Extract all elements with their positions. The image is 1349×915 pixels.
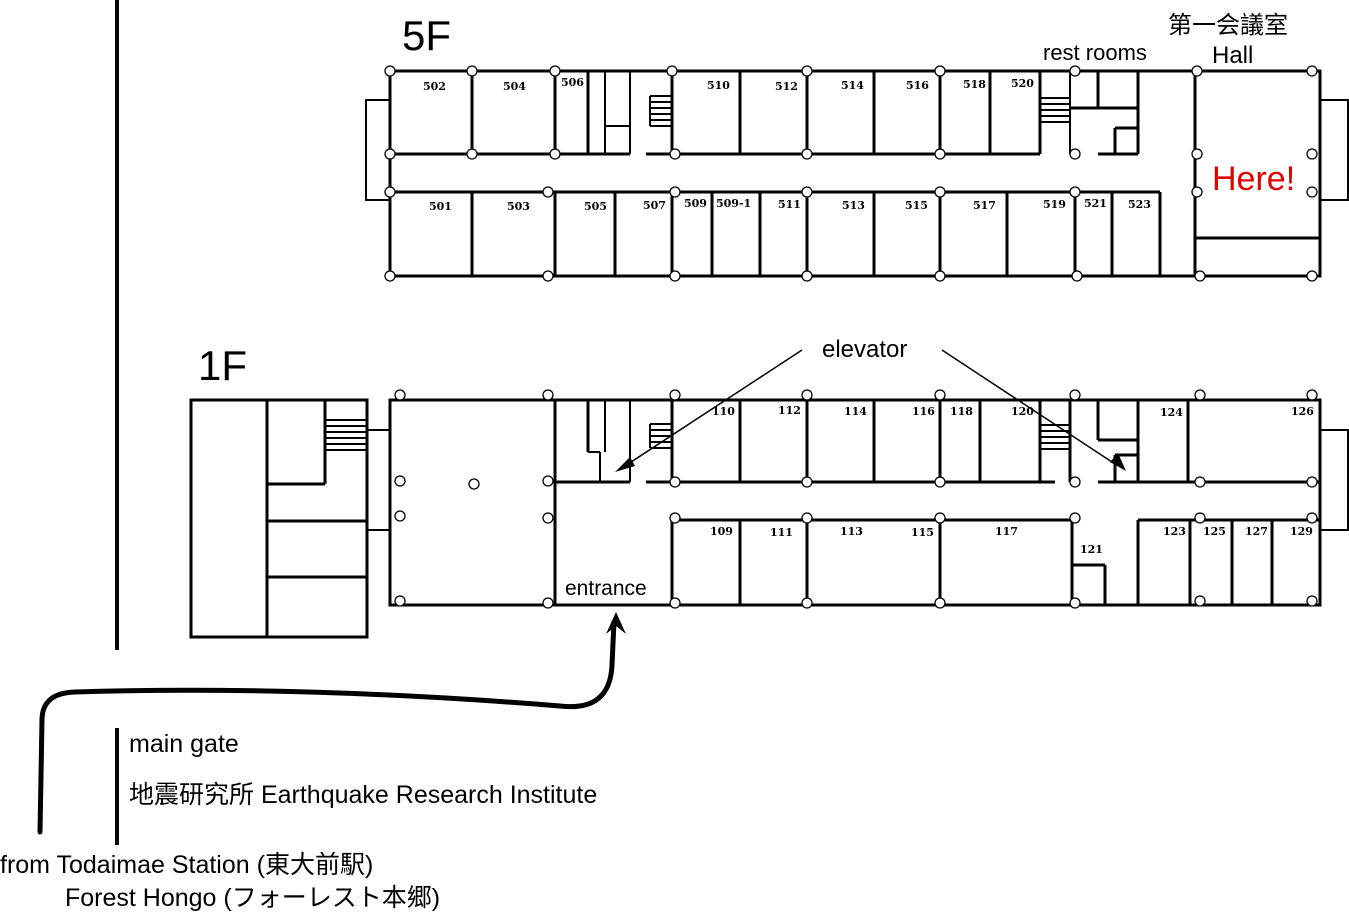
- floor-1-room-numbers: 110 112 114 116 118 120 124 126 109 111 …: [710, 404, 1314, 556]
- floor-5-plan: [365, 65, 1349, 282]
- room-512: 512: [775, 80, 798, 93]
- elevator-arrow-right: [941, 349, 1116, 465]
- room-125: 125: [1203, 525, 1226, 538]
- route-path: [37, 619, 617, 835]
- rest-rooms-label: rest rooms: [1043, 40, 1147, 65]
- room-115: 115: [911, 526, 934, 539]
- room-501: 501: [429, 200, 452, 213]
- floor-5-room-numbers: 502 504 506 510 512 514 516 518 520 501 …: [423, 76, 1151, 213]
- room-510: 510: [707, 79, 730, 92]
- room-506: 506: [561, 76, 584, 89]
- room-117: 117: [995, 525, 1018, 538]
- room-113: 113: [840, 525, 863, 538]
- room-519: 519: [1043, 198, 1066, 211]
- room-509: 509: [684, 197, 707, 210]
- hall-japanese-label: 第一会議室: [1168, 12, 1288, 39]
- room-126: 126: [1291, 405, 1314, 418]
- floor-5-label: 5F: [402, 12, 451, 59]
- room-120: 120: [1011, 405, 1034, 418]
- here-marker: Here!: [1212, 160, 1295, 198]
- hall-label: Hall: [1212, 42, 1253, 69]
- elevator-arrow-left: [624, 349, 803, 467]
- room-507: 507: [643, 199, 666, 212]
- room-504: 504: [503, 80, 526, 93]
- room-511: 511: [778, 198, 801, 211]
- room-503: 503: [507, 200, 530, 213]
- room-112: 112: [778, 404, 801, 417]
- room-517: 517: [973, 199, 996, 212]
- entrance-label: entrance: [565, 577, 647, 600]
- institute-label: 地震研究所 Earthquake Research Institute: [129, 781, 597, 809]
- room-129: 129: [1290, 525, 1313, 538]
- forest-hongo-label: Forest Hongo (フォーレスト本郷): [65, 884, 440, 912]
- route-arrow-head: [606, 612, 626, 634]
- room-109: 109: [710, 525, 733, 538]
- room-110: 110: [712, 405, 735, 418]
- floor-1-label: 1F: [198, 342, 247, 389]
- room-116: 116: [912, 405, 935, 418]
- room-502: 502: [423, 80, 446, 93]
- room-111: 111: [770, 526, 793, 539]
- room-124: 124: [1160, 406, 1183, 419]
- room-514: 514: [841, 79, 864, 92]
- room-521: 521: [1084, 197, 1107, 210]
- room-509-1: 509-1: [716, 197, 751, 210]
- room-121: 121: [1080, 543, 1103, 556]
- room-516: 516: [906, 79, 929, 92]
- room-114: 114: [844, 405, 867, 418]
- room-505: 505: [584, 200, 607, 213]
- main-gate-label: main gate: [129, 730, 239, 758]
- room-118: 118: [950, 405, 973, 418]
- room-518: 518: [963, 78, 986, 91]
- room-513: 513: [842, 199, 865, 212]
- from-station-label: from Todaimae Station (東大前駅): [0, 851, 373, 879]
- room-127: 127: [1245, 525, 1268, 538]
- room-123: 123: [1163, 525, 1186, 538]
- room-520: 520: [1011, 77, 1034, 90]
- room-523: 523: [1128, 198, 1151, 211]
- elevator-label: elevator: [822, 336, 907, 363]
- floor-1-plan: [189, 349, 1349, 639]
- room-515: 515: [905, 199, 928, 212]
